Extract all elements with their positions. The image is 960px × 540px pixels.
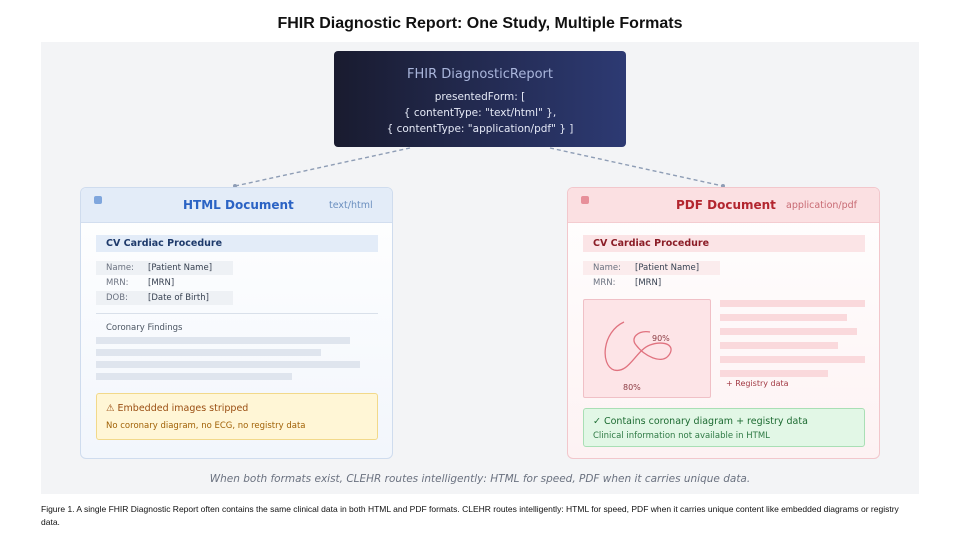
html-procedure-bar: CV Cardiac Procedure (96, 235, 378, 252)
html-divider (96, 313, 378, 314)
fhir-node-line: presentedForm: [ (434, 91, 526, 103)
stenosis-label: 80% (623, 383, 641, 392)
field-label: MRN: (593, 278, 616, 288)
field-label: DOB: (106, 293, 128, 303)
fhir-diagnostic-report-node: FHIR DiagnosticReport presentedForm: [ {… (334, 51, 626, 147)
html-field-dob: DOB: [Date of Birth] (96, 291, 233, 305)
notice-title: ✓ Contains coronary diagram + registry d… (593, 416, 808, 427)
images-stripped-warning: ⚠ Embedded images stripped No coronary d… (96, 393, 378, 440)
pdf-field-name: Name: [Patient Name] (583, 261, 720, 275)
text-placeholder-line (720, 328, 857, 335)
text-placeholder-line (720, 370, 828, 377)
text-placeholder-line (720, 300, 865, 307)
registry-data-label: + Registry data (726, 379, 789, 388)
html-field-mrn: MRN: [MRN] (96, 276, 233, 290)
pdf-card-title: PDF Document (676, 198, 776, 212)
figure-caption: Figure 1. A single FHIR Diagnostic Repor… (41, 504, 899, 527)
pdf-procedure-title: CV Cardiac Procedure (593, 238, 710, 249)
stenosis-label: 90% (652, 334, 670, 343)
fhir-node-title: FHIR DiagnosticReport (406, 67, 553, 82)
html-card-title: HTML Document (183, 198, 294, 212)
text-placeholder-line (720, 342, 838, 349)
contains-diagram-notice: ✓ Contains coronary diagram + registry d… (583, 408, 865, 447)
coronary-vessel-drawing (604, 321, 672, 371)
field-value: [Date of Birth] (148, 293, 209, 303)
pdf-card-content-type: application/pdf (786, 200, 858, 211)
field-label: MRN: (106, 278, 129, 288)
field-value: [MRN] (635, 278, 662, 288)
html-card-dot (94, 196, 102, 204)
html-field-name: Name: [Patient Name] (96, 261, 233, 275)
warning-title: ⚠ Embedded images stripped (106, 403, 249, 414)
html-document-card: HTML Document text/html CV Cardiac Proce… (80, 187, 393, 459)
coronary-findings-label: Coronary Findings (106, 323, 183, 333)
page-title: FHIR Diagnostic Report: One Study, Multi… (277, 15, 683, 32)
fhir-node-line: { contentType: "application/pdf" } ] (386, 123, 574, 135)
field-value: [Patient Name] (635, 263, 700, 273)
field-label: Name: (106, 263, 134, 273)
pdf-card-header: PDF Document application/pdf (568, 188, 879, 223)
text-placeholder-line (96, 337, 350, 344)
coronary-diagram: 90% 80% (583, 299, 711, 398)
text-placeholder-line (720, 314, 847, 321)
field-value: [Patient Name] (148, 263, 213, 273)
pdf-document-card: PDF Document application/pdf CV Cardiac … (567, 187, 880, 459)
pdf-procedure-bar: CV Cardiac Procedure (583, 235, 865, 252)
html-procedure-title: CV Cardiac Procedure (106, 238, 223, 249)
field-value: [MRN] (148, 278, 175, 288)
notice-subtitle: Clinical information not available in HT… (593, 431, 770, 441)
routing-caption: When both formats exist, CLEHR routes in… (209, 473, 751, 485)
text-placeholder-line (96, 361, 360, 368)
html-card-content-type: text/html (329, 200, 373, 211)
pdf-card-dot (581, 196, 589, 204)
html-card-header: HTML Document text/html (81, 188, 392, 223)
warning-subtitle: No coronary diagram, no ECG, no registry… (106, 421, 306, 431)
field-label: Name: (593, 263, 621, 273)
text-placeholder-line (96, 373, 292, 380)
pdf-field-mrn: MRN: [MRN] (583, 276, 720, 290)
fhir-node-line: { contentType: "text/html" }, (403, 107, 557, 119)
text-placeholder-line (96, 349, 321, 356)
text-placeholder-line (720, 356, 865, 363)
